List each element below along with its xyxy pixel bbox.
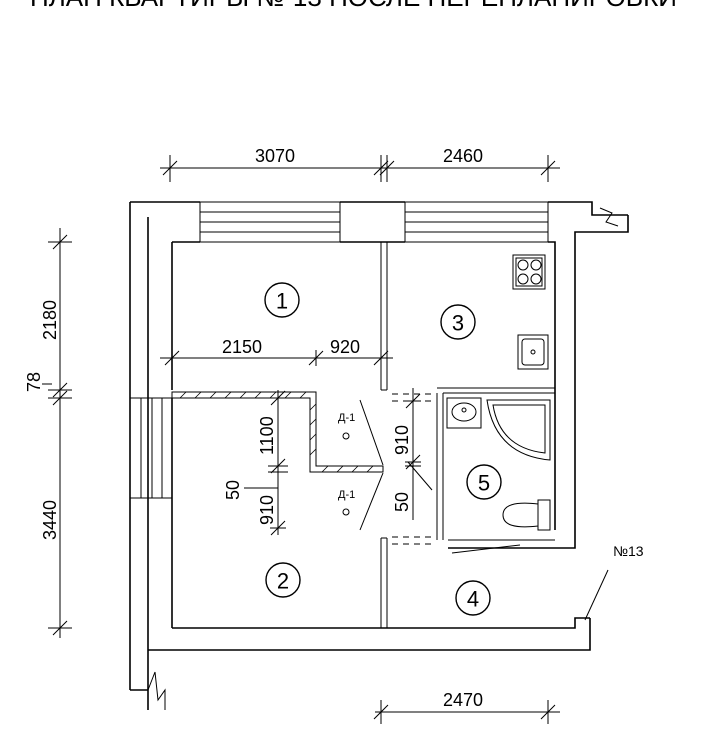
room-4-label: 4 — [467, 587, 479, 612]
window-room-1 — [199, 201, 341, 243]
toilet-icon — [502, 499, 551, 531]
dim-inner-right: 920 — [330, 337, 360, 357]
dim-left-lower: 3440 — [40, 500, 60, 540]
apartment-leader-line — [584, 569, 609, 621]
kitchen-sink-icon — [517, 334, 549, 370]
dimension-door — [405, 388, 421, 520]
room-3-marker: 3 — [440, 304, 476, 340]
dim-partition-lower: 910 — [257, 495, 277, 525]
window-room-3 — [404, 201, 549, 243]
dimension-inner — [160, 350, 393, 366]
apartment-number: №13 — [613, 543, 644, 559]
room-4-marker: 4 — [455, 580, 491, 616]
dimension-bottom — [373, 700, 560, 724]
dim-inner-left: 2150 — [222, 337, 262, 357]
dim-door-upper: 910 — [392, 425, 412, 455]
dim-bottom: 2470 — [443, 690, 483, 710]
dim-left-wall: 78 — [24, 372, 44, 392]
plan-title: ПЛАН КВАРТИРЫ №-13 ПОСЛЕ ПЕРЕПЛАНИРОВКИ — [30, 0, 677, 12]
new-partition — [171, 391, 384, 473]
dim-left-upper: 2180 — [40, 300, 60, 340]
door-marker-1 — [342, 432, 350, 440]
shower-icon — [486, 399, 551, 461]
dimension-top — [160, 155, 560, 182]
room-1-marker: 1 — [264, 282, 300, 318]
dim-top-left: 3070 — [255, 146, 295, 166]
room-2-marker: 2 — [265, 562, 301, 598]
washbasin-icon — [446, 397, 482, 429]
dim-top-right: 2460 — [443, 146, 483, 166]
dimension-partition — [244, 390, 288, 536]
dim-partition-upper: 1100 — [257, 416, 277, 455]
window-room-2 — [129, 397, 173, 499]
door-swings — [359, 393, 521, 554]
room-1-label: 1 — [276, 289, 288, 314]
outer-walls — [129, 201, 629, 710]
door-label-2: Д-1 — [338, 489, 355, 501]
stove-icon — [512, 254, 546, 290]
room-5-label: 5 — [478, 471, 490, 496]
room-3-label: 3 — [452, 311, 464, 336]
door-marker-2 — [342, 508, 350, 516]
room-5-marker: 5 — [466, 464, 502, 500]
dim-door-lower: 50 — [392, 492, 412, 512]
dim-partition-step: 50 — [223, 480, 243, 500]
room-2-label: 2 — [277, 569, 289, 594]
dimension-left — [42, 228, 72, 638]
door-label-1: Д-1 — [338, 412, 355, 424]
